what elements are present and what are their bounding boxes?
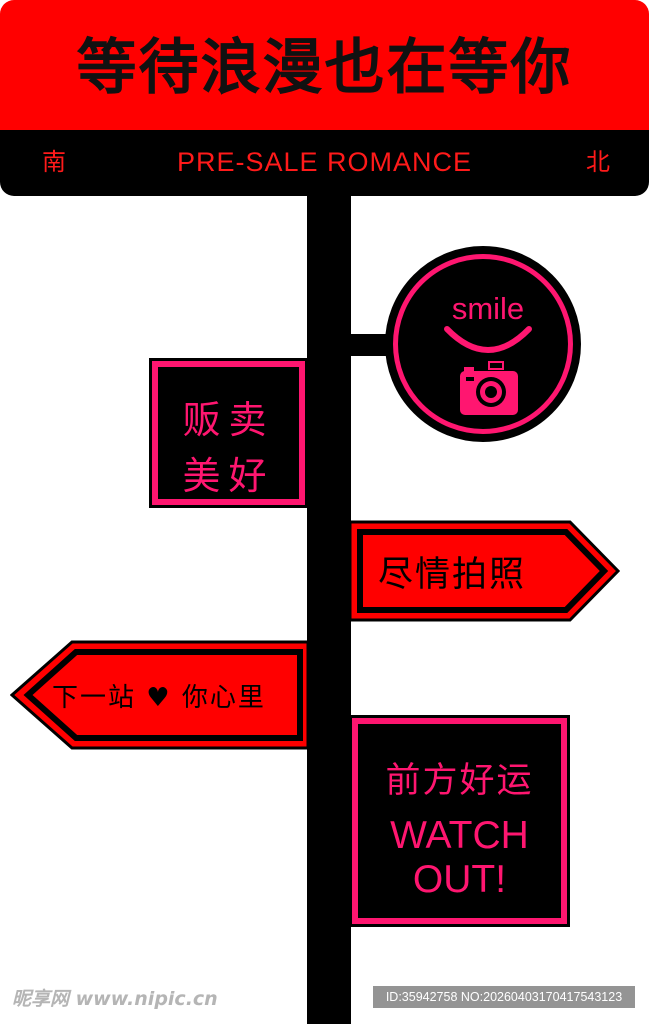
sell-sign-line2: 美好 — [182, 454, 275, 498]
right-arrow-shape — [348, 520, 620, 622]
photo-arrow-sign: 尽情拍照 — [348, 520, 620, 622]
header-title: 等待浪漫也在等你 — [76, 33, 573, 103]
direction-south: 南 — [42, 148, 66, 176]
sell-sign-line1: 贩卖 — [182, 398, 275, 442]
sell-sign-panel: 贩卖 美好 — [158, 367, 299, 499]
luck-sign-chinese: 前方好运 — [385, 761, 534, 801]
smile-label: smile — [451, 291, 525, 326]
watermark-id: ID:35942758 NO:20260403170417543123 — [373, 986, 635, 1008]
smile-sign: smile — [385, 246, 581, 442]
heart-icon: ♥ — [146, 683, 172, 713]
next-stop-arrow-sign: 下一站 ♥ 你心里 — [10, 640, 310, 750]
header-red-panel — [0, 0, 649, 130]
watermark-logo: 昵享网 www.nipic.cn — [12, 988, 218, 1010]
photo-sign-label: 尽情拍照 — [378, 555, 527, 595]
direction-north: 北 — [586, 148, 610, 176]
smile-curve-icon — [444, 326, 532, 353]
camera-icon — [460, 361, 518, 415]
header-black-panel — [0, 130, 649, 196]
sign-arm — [351, 334, 387, 356]
next-stop-text-before: 下一站 — [52, 683, 137, 713]
good-luck-sign: 前方好运 WATCH OUT! — [349, 715, 570, 927]
header-board: 等待浪漫也在等你 南 PRE-SALE ROMANCE 北 — [0, 0, 649, 196]
sell-beauty-sign: 贩卖 美好 — [149, 358, 308, 508]
next-stop-text-after: 你心里 — [181, 683, 266, 713]
luck-sign-english-line1: WATCH — [390, 814, 529, 857]
header-subtitle: PRE-SALE ROMANCE — [176, 147, 473, 177]
luck-sign-english-line2: OUT! — [412, 858, 507, 901]
signpost-pole — [307, 196, 351, 1024]
luck-sign-panel: 前方好运 WATCH OUT! — [358, 724, 561, 918]
smile-sign-face: smile — [393, 254, 573, 434]
next-stop-label: 下一站 ♥ 你心里 — [52, 677, 302, 714]
left-arrow-shape — [10, 640, 310, 750]
